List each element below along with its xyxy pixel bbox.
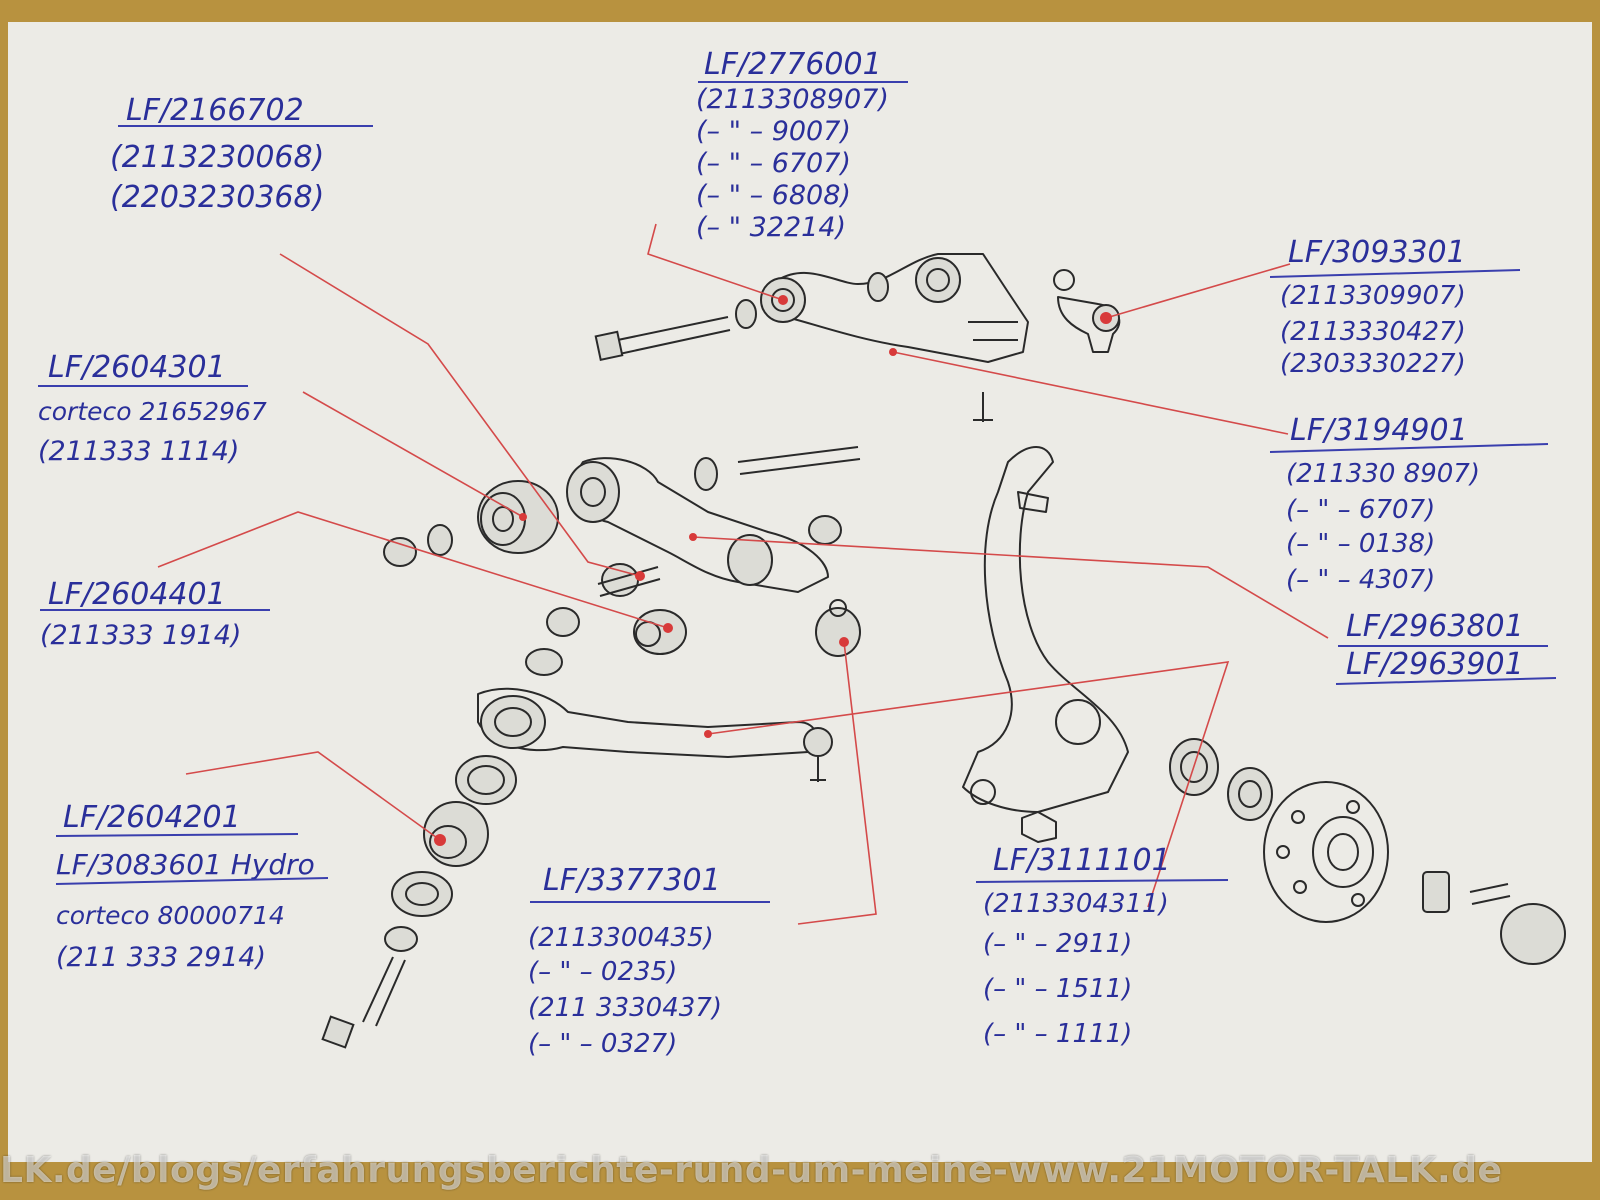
svg-text:(– " – 0327): (– " – 0327) <box>528 1029 677 1059</box>
label-title: LF/2166702 <box>126 93 304 128</box>
svg-text:(– " – 1511): (– " – 1511) <box>983 974 1132 1004</box>
label-title: LF/3194901 <box>1290 413 1468 448</box>
steering-knuckle <box>962 446 1129 843</box>
svg-text:corteco 80000714: corteco 80000714 <box>56 901 285 930</box>
watermark-url: LK.de/blogs/erfahrungsberichte-rund-um-m… <box>0 1150 1503 1191</box>
label-lf-2604401: LF/2604401 (211333 1914) <box>40 577 270 651</box>
svg-text:(– " – 6707): (– " – 6707) <box>696 148 851 179</box>
upper-arm-bolt <box>594 272 889 362</box>
label-title: LF/2604401 <box>48 577 226 612</box>
svg-text:(2113330427): (2113330427) <box>1280 317 1466 347</box>
svg-text:(– " – 1111): (– " – 1111) <box>983 1019 1132 1049</box>
label-title: LF/3377301 <box>543 863 721 898</box>
label-lf-2604201: LF/2604201 LF/3083601 Hydro corteco 8000… <box>55 800 329 973</box>
upper-control-arm <box>760 253 1029 363</box>
svg-text:(2203230368): (2203230368) <box>110 180 324 215</box>
svg-text:(2113308907): (2113308907) <box>696 84 889 115</box>
svg-text:(– " 32214): (– " 32214) <box>696 212 846 243</box>
svg-text:(– " – 6808): (– " – 6808) <box>696 180 851 211</box>
label-lf-3194901: LF/3194901 (211330 8907) (– " – 6707) (–… <box>1269 413 1549 595</box>
paper-sheet: LF/2776001 (2113308907) (– " – 9007) (– … <box>8 22 1592 1162</box>
leader-lines <box>157 223 1329 925</box>
label-lf-3111101: LF/3111101 (2113304311) (– " – 2911) (– … <box>975 843 1229 1049</box>
label-title: LF/3093301 <box>1288 235 1466 270</box>
svg-text:(211330 8907): (211330 8907) <box>1286 459 1480 489</box>
label-lf-3093301: LF/3093301 (2113309907) (2113330427) (23… <box>1269 235 1521 379</box>
label-lf-2166702: LF/2166702 (2113230068) (2203230368) <box>110 93 373 215</box>
svg-text:(211333 1114): (211333 1114) <box>38 436 239 467</box>
svg-text:(2113230068): (2113230068) <box>110 140 324 175</box>
lower-control-arm-rear <box>477 687 833 782</box>
wheel-hub <box>1169 738 1566 965</box>
strut-bushing-stack <box>321 755 517 1049</box>
label-lf-2604301: LF/2604301 corteco 21652967 (211333 1114… <box>38 350 267 467</box>
svg-text:(– " – 0235): (– " – 0235) <box>528 957 677 987</box>
ball-joint-upper <box>973 269 1121 422</box>
label-lf-2963801: LF/2963801 LF/2963901 <box>1335 609 1557 685</box>
svg-text:(– " – 0138): (– " – 0138) <box>1286 529 1435 559</box>
svg-text:(2303330227): (2303330227) <box>1280 349 1466 379</box>
lower-control-arm-front <box>566 446 861 593</box>
label-title: LF/2604201 <box>63 800 241 835</box>
svg-text:(211333 1914): (211333 1914) <box>40 620 241 651</box>
svg-text:LF/2963901: LF/2963901 <box>1346 647 1524 682</box>
label-lf-3377301: LF/3377301 (2113300435) (– " – 0235) (21… <box>528 863 770 1059</box>
label-title: LF/2776001 <box>704 47 882 82</box>
label-lf-2776001: LF/2776001 (2113308907) (– " – 9007) (– … <box>696 47 908 243</box>
marker-dots <box>434 295 1112 846</box>
bushings-left <box>383 480 861 676</box>
svg-text:(211 333 2914): (211 333 2914) <box>56 942 266 973</box>
svg-text:(2113300435): (2113300435) <box>528 923 714 953</box>
svg-text:corteco 21652967: corteco 21652967 <box>38 397 267 426</box>
svg-text:(2113304311): (2113304311) <box>983 889 1169 919</box>
svg-text:(211 3330437): (211 3330437) <box>528 993 722 1023</box>
svg-text:LF/3083601 Hydro: LF/3083601 Hydro <box>56 848 315 881</box>
svg-text:(– " – 6707): (– " – 6707) <box>1286 495 1435 525</box>
svg-text:(2113309907): (2113309907) <box>1280 281 1466 311</box>
suspension-diagram: LF/2776001 (2113308907) (– " – 9007) (– … <box>38 47 1566 1059</box>
svg-text:(– " – 2911): (– " – 2911) <box>983 929 1132 959</box>
label-title: LF/2963801 <box>1346 609 1524 644</box>
label-title: LF/2604301 <box>48 350 226 385</box>
svg-text:(– " – 4307): (– " – 4307) <box>1286 565 1435 595</box>
label-title: LF/3111101 <box>993 843 1171 878</box>
svg-text:(– " – 9007): (– " – 9007) <box>696 116 851 147</box>
